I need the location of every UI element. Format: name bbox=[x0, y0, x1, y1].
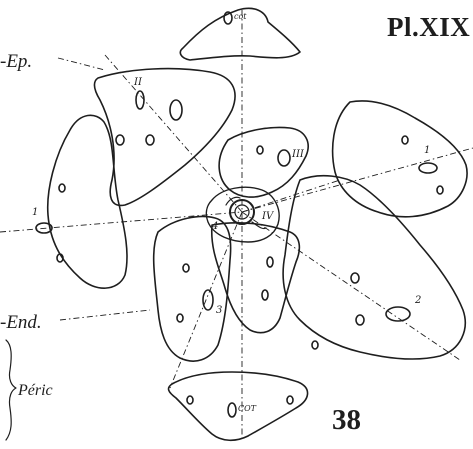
guide-lower-right bbox=[242, 212, 460, 360]
figure-number: 38 bbox=[332, 406, 361, 435]
mark-2: 2 bbox=[415, 296, 421, 306]
guide-end bbox=[60, 310, 150, 320]
label-epidermis: -Ep. bbox=[0, 52, 32, 71]
mark-3: 3 bbox=[216, 306, 222, 316]
lobe-upper-right bbox=[219, 128, 308, 198]
lobe-lower-left bbox=[154, 217, 231, 362]
mark-cot-bottom: COT bbox=[238, 405, 256, 413]
mark-cot-top: cot bbox=[234, 13, 247, 21]
label-pericycle: Péric bbox=[18, 383, 53, 399]
guide-lower-left bbox=[170, 212, 242, 388]
lobe-right bbox=[333, 101, 467, 217]
mark-center-4: 4 bbox=[212, 222, 218, 232]
mark-1-right: 1 bbox=[424, 146, 430, 156]
mark-1-left: 1 bbox=[32, 208, 38, 218]
mark-roman-2: II bbox=[134, 78, 142, 88]
pericycle-bracket bbox=[6, 340, 16, 440]
plate-title: Pl.XIX bbox=[387, 14, 470, 41]
lobe-lower-right bbox=[283, 176, 465, 359]
label-endodermis: -End. bbox=[0, 313, 42, 332]
mark-roman-4: IV bbox=[262, 212, 273, 222]
guide-ep bbox=[58, 58, 105, 70]
guide-upper-left bbox=[105, 55, 242, 212]
mark-roman-3: III bbox=[292, 150, 304, 160]
